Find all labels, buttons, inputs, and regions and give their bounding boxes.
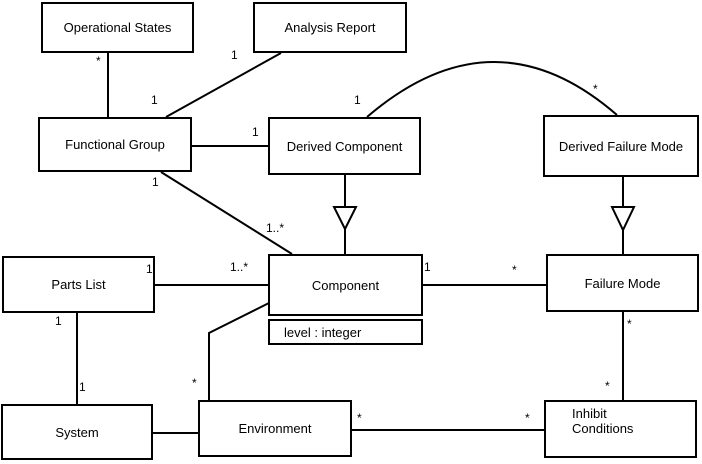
multiplicity-label: 1 — [424, 260, 431, 274]
association-component-environment — [208, 302, 270, 400]
class-environment: Environment — [198, 400, 352, 457]
class-derived-failure-mode: Derived Failure Mode — [543, 115, 699, 177]
multiplicity-label: * — [593, 82, 598, 96]
class-label: Derived Failure Mode — [558, 138, 684, 154]
class-system: System — [1, 404, 153, 460]
attribute-label: level : integer — [284, 324, 362, 340]
class-label: Environment — [238, 421, 312, 436]
class-label: Component — [311, 277, 380, 293]
class-label: Derived Component — [286, 138, 403, 154]
class-analysis-report: Analysis Report — [253, 2, 407, 53]
multiplicity-label: 1..* — [266, 221, 285, 235]
association-functional-group-component — [160, 171, 293, 255]
class-parts-list: Parts List — [2, 256, 155, 313]
class-inhibit-conditions: Inhibit Conditions — [544, 400, 697, 458]
generalization-derived-failure-mode-failure-mode — [610, 177, 636, 254]
generalization-derived-component-component — [332, 175, 358, 254]
class-component: Component — [268, 254, 423, 316]
class-label: Functional Group — [65, 137, 165, 152]
multiplicity-label: 1 — [231, 48, 238, 62]
multiplicity-label: 1 — [55, 314, 62, 328]
class-label: System — [55, 424, 99, 440]
class-derived-component: Derived Component — [268, 117, 421, 175]
multiplicity-label: 1 — [152, 175, 159, 189]
multiplicity-label: * — [525, 411, 530, 425]
generalization-triangle-icon — [610, 206, 636, 233]
multiplicity-label: 1..* — [230, 260, 249, 274]
multiplicity-label: * — [627, 317, 632, 331]
multiplicity-label: 1 — [252, 125, 259, 139]
class-label: Parts List — [51, 277, 106, 292]
multiplicity-label: * — [605, 379, 610, 393]
generalization-triangle-icon — [332, 206, 358, 232]
class-component-attributes: level : integer — [268, 319, 423, 345]
class-failure-mode: Failure Mode — [546, 254, 699, 312]
class-functional-group: Functional Group — [38, 117, 192, 172]
class-label: Inhibit Conditions — [572, 406, 634, 436]
multiplicity-label: 1 — [151, 93, 158, 107]
multiplicity-label: * — [357, 411, 362, 425]
association-analysis-report-functional-group — [165, 52, 282, 118]
association-derived-component-derived-failure-mode — [366, 61, 618, 118]
multiplicity-label: 1 — [79, 380, 86, 394]
multiplicity-label: 1 — [354, 93, 361, 107]
class-label: Failure Mode — [584, 275, 661, 291]
multiplicity-label: * — [96, 54, 101, 68]
class-label: Analysis Report — [284, 20, 376, 35]
multiplicity-label: 1 — [146, 262, 153, 276]
class-operational-states: Operational States — [41, 2, 194, 53]
multiplicity-label: * — [512, 263, 517, 277]
class-label: Operational States — [63, 20, 172, 35]
multiplicity-label: * — [192, 376, 197, 390]
